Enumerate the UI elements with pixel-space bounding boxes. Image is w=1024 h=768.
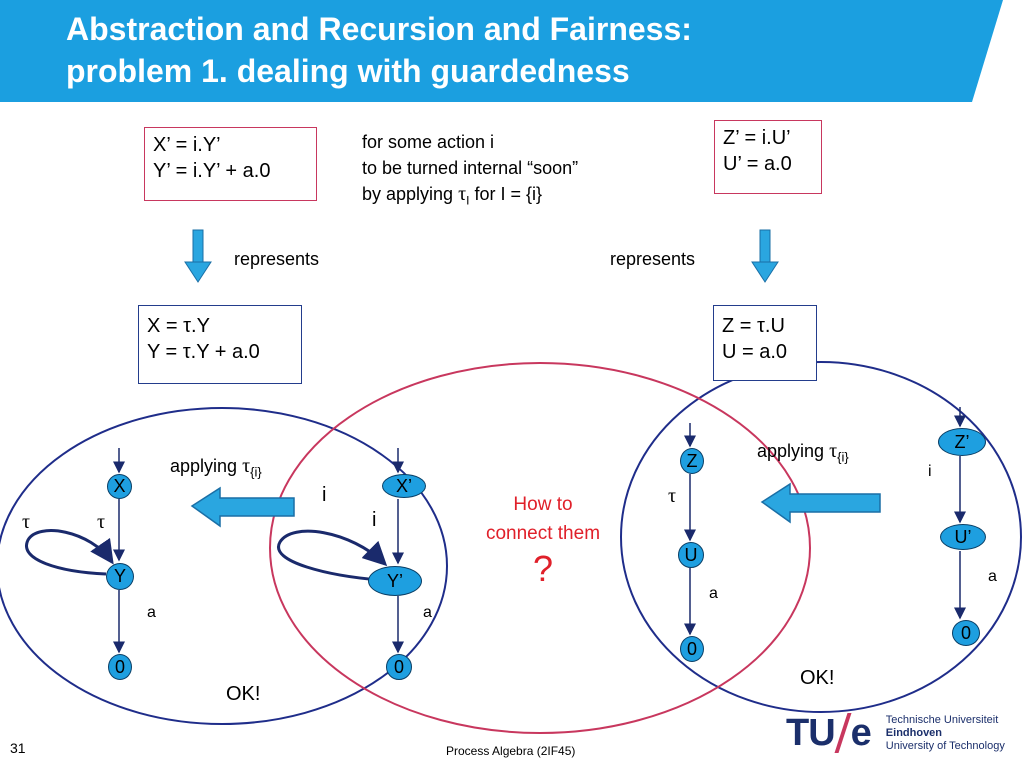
question-mark: ? bbox=[532, 548, 554, 589]
logo-slash bbox=[834, 713, 852, 753]
ok-left-label: OK! bbox=[226, 683, 261, 705]
edge-label: τ bbox=[97, 511, 106, 533]
how-to-line-2: connect them bbox=[485, 523, 601, 544]
state-node-y-prime: Y’ bbox=[368, 566, 422, 596]
applying-text: applying bbox=[757, 441, 830, 461]
equation-line: Z’ = i.U’ bbox=[723, 127, 791, 149]
equation-line: X’ = i.Y’ bbox=[153, 134, 221, 156]
state-node-y: Y bbox=[106, 563, 134, 590]
represents-left-label: represents bbox=[234, 249, 320, 269]
left-arrow-2-icon bbox=[760, 482, 881, 524]
down-arrow-right-icon bbox=[751, 229, 779, 283]
equation-box-left-mid: X = τ.Y Y = τ.Y + a.0 bbox=[138, 305, 302, 384]
note-text: for some action i to be turned internal … bbox=[362, 129, 578, 214]
note-pre: by applying bbox=[362, 184, 459, 204]
state-node-zero: 0 bbox=[952, 620, 980, 646]
equation-line: Y = τ.Y + a.0 bbox=[147, 341, 260, 363]
logo-text: Technische Universiteit Eindhoven Univer… bbox=[886, 714, 1005, 753]
edge-label: a bbox=[988, 568, 997, 585]
edge-label: a bbox=[709, 585, 718, 602]
state-node-z: Z bbox=[680, 448, 704, 474]
edge-label: i bbox=[928, 463, 932, 480]
tau-symbol: τ bbox=[829, 440, 838, 462]
state-node-zero: 0 bbox=[680, 636, 704, 662]
down-arrow-left-icon bbox=[184, 229, 212, 283]
equation-line: U’ = a.0 bbox=[723, 153, 792, 175]
tau-symbol: τ bbox=[242, 455, 251, 477]
equation-line: X = τ.Y bbox=[147, 315, 210, 337]
state-node-zero: 0 bbox=[108, 654, 132, 680]
equation-line: U = a.0 bbox=[722, 341, 788, 363]
footer-course: Process Algebra (2IF45) bbox=[446, 744, 576, 758]
edge-label: i bbox=[372, 509, 377, 531]
how-to-line-1: How to bbox=[513, 494, 573, 515]
equation-line: Z = τ.U bbox=[722, 315, 785, 337]
represents-right-label: represents bbox=[610, 249, 696, 269]
logo-mark-tu: TU bbox=[786, 711, 836, 754]
note-line-1: for some action i bbox=[362, 132, 495, 152]
state-node-z-prime: Z’ bbox=[938, 428, 986, 456]
university-logo: TU e Technische Universiteit Eindhoven U… bbox=[786, 712, 1005, 754]
equation-box-right-mid: Z = τ.U U = a.0 bbox=[713, 305, 817, 381]
loop-label: τ bbox=[22, 511, 31, 533]
set-subscript: {i} bbox=[837, 449, 849, 465]
slide-title: Abstraction and Recursion and Fairness: … bbox=[66, 8, 692, 92]
equation-line: Y’ = i.Y’ + a.0 bbox=[153, 160, 271, 182]
state-node-x: X bbox=[107, 474, 132, 499]
applying-text: applying bbox=[170, 456, 243, 476]
equation-box-right-top: Z’ = i.U’ U’ = a.0 bbox=[714, 120, 822, 194]
ok-right-label: OK! bbox=[800, 667, 835, 689]
edge-label: i bbox=[322, 484, 327, 506]
state-node-zero: 0 bbox=[386, 654, 412, 680]
logo-line-1: Technische Universiteit bbox=[885, 713, 999, 726]
note-line-2: to be turned internal “soon” bbox=[362, 158, 579, 178]
note-subscript: I bbox=[466, 193, 470, 208]
applying-right-label: applying τ{i} bbox=[757, 440, 849, 465]
middle-ellipse bbox=[269, 362, 811, 734]
logo-line-2: Eindhoven bbox=[885, 726, 943, 739]
state-node-u: U bbox=[678, 542, 704, 568]
applying-left-label: applying τ{i} bbox=[170, 455, 262, 480]
edge-label: a bbox=[147, 604, 156, 621]
note-line-3: by applying τI for I = {i} bbox=[362, 181, 578, 214]
state-node-u-prime: U’ bbox=[940, 524, 986, 550]
note-post: for I = {i} bbox=[469, 184, 543, 204]
right-ellipse bbox=[620, 361, 1022, 713]
edge-label: τ bbox=[668, 485, 677, 507]
set-subscript: {i} bbox=[250, 464, 262, 480]
how-to-connect-text: How to connect them ? bbox=[468, 490, 618, 590]
tau-symbol: τ bbox=[458, 183, 467, 205]
title-bar bbox=[0, 0, 1003, 102]
state-node-x-prime: X’ bbox=[382, 474, 426, 498]
logo-mark-e: e bbox=[850, 711, 872, 754]
edge-label: a bbox=[423, 604, 432, 621]
left-arrow-1-icon bbox=[190, 486, 295, 528]
slide-title-line-1: Abstraction and Recursion and Fairness: bbox=[66, 11, 692, 47]
page-number: 31 bbox=[10, 740, 26, 756]
logo-line-3: University of Technology bbox=[885, 739, 1005, 752]
left-ellipse bbox=[0, 407, 448, 725]
equation-box-left-top: X’ = i.Y’ Y’ = i.Y’ + a.0 bbox=[144, 127, 317, 201]
slide-title-line-2: problem 1. dealing with guardedness bbox=[66, 53, 630, 89]
